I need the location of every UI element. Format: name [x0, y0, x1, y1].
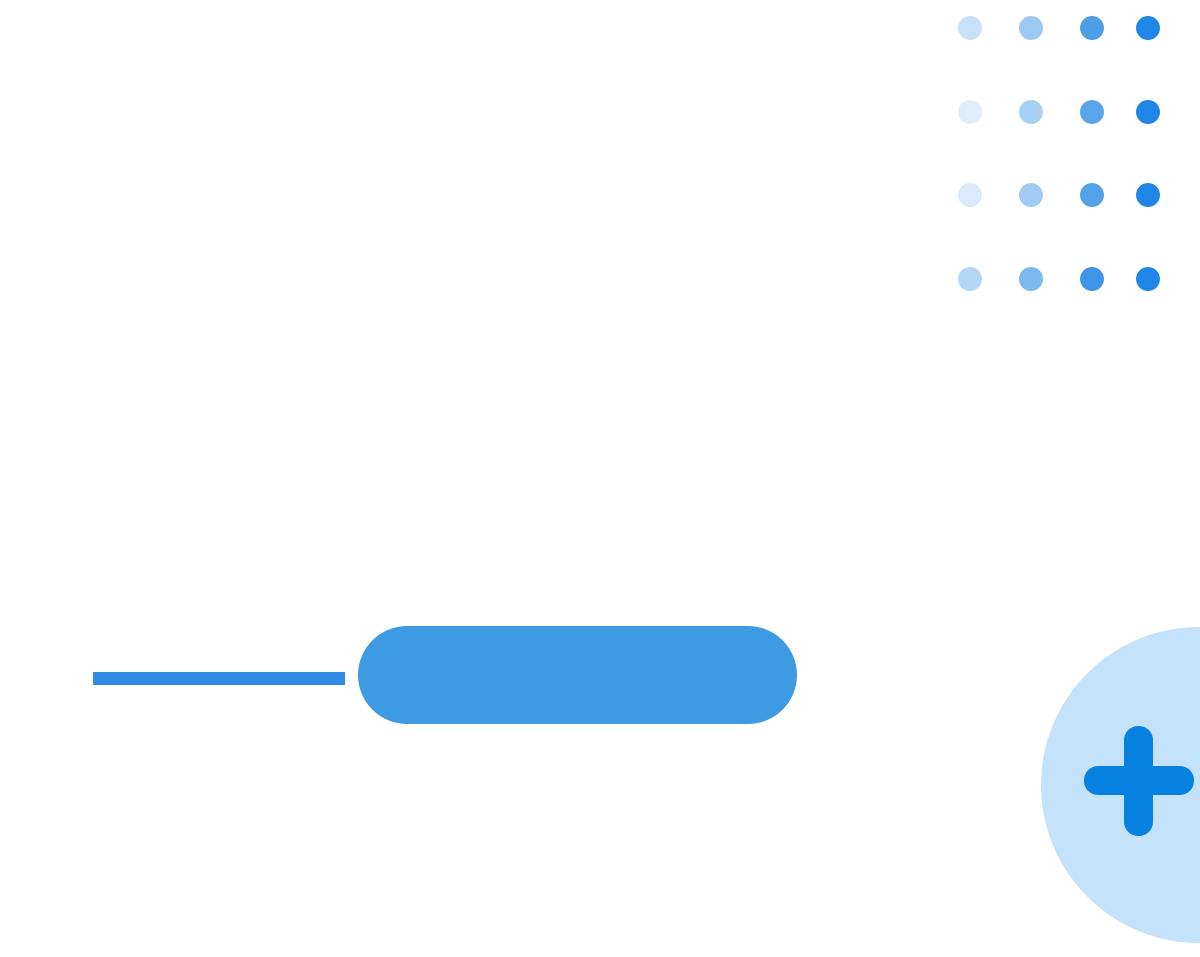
accent-line [93, 672, 345, 685]
dot-grid [958, 16, 1188, 316]
dot-r3-c2 [1019, 183, 1043, 207]
dot-r2-c1 [958, 100, 982, 124]
dot-r3-c3 [1080, 183, 1104, 207]
dot-r2-c2 [1019, 100, 1043, 124]
dot-r2-c4 [1136, 100, 1160, 124]
dot-r1-c2 [1019, 16, 1043, 40]
plus-bar-vertical [1124, 726, 1153, 836]
plus-icon [1084, 726, 1194, 836]
dot-r4-c2 [1019, 267, 1043, 291]
dot-r1-c3 [1080, 16, 1104, 40]
dot-r3-c1 [958, 183, 982, 207]
dot-r3-c4 [1136, 183, 1160, 207]
dot-r4-c1 [958, 267, 982, 291]
dot-r4-c3 [1080, 267, 1104, 291]
dot-r1-c4 [1136, 16, 1160, 40]
dot-r2-c3 [1080, 100, 1104, 124]
pill-shape [358, 626, 797, 724]
dot-r1-c1 [958, 16, 982, 40]
dot-r4-c4 [1136, 267, 1160, 291]
